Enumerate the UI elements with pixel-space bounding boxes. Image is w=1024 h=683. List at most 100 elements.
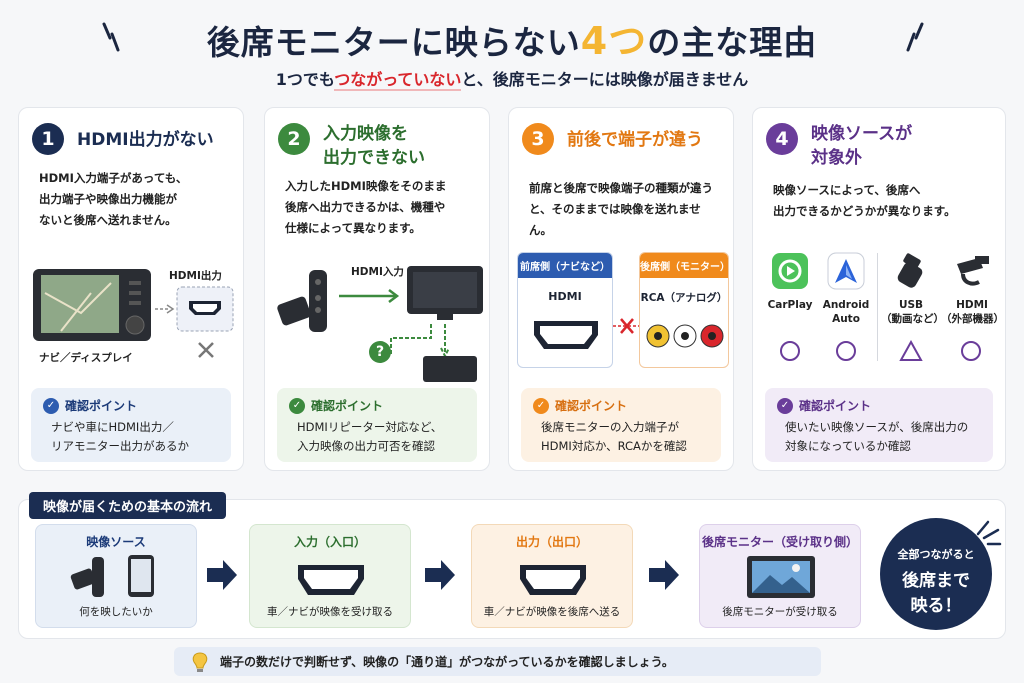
reason-card-2: 2 入力映像を 出力できない 入力したHDMI映像をそのまま 後席へ出力できるか…	[264, 107, 490, 471]
card-title: HDMI出力がない	[77, 130, 214, 150]
desc-line: ないと後席へ送れません。	[39, 213, 177, 227]
usb-icon	[897, 253, 923, 288]
title-deco-right	[906, 22, 924, 52]
check-title: 確認ポイント	[555, 399, 628, 413]
check-title: 確認ポイント	[799, 399, 872, 413]
tip-text: 端子の数だけで判断せず、映像の「通り道」がつながっているかを確認しましょう。	[220, 655, 674, 669]
check-line: 使いたい映像ソースが、後席出力の	[785, 420, 969, 434]
source-label-line: HDMI	[956, 299, 988, 311]
flow-arrow-icon	[425, 560, 455, 590]
flow-step-caption: 後席モニターが受け取る	[722, 606, 838, 618]
success-line: 映る！	[910, 596, 962, 616]
supported-mark	[961, 341, 981, 361]
desc-line: 出力端子や映像出力機能が	[39, 192, 177, 206]
page-title: 後席モニターに映らない4つの主な理由	[0, 10, 1024, 65]
navi-display-icon	[33, 269, 151, 341]
check-line: ナビや車にHDMI出力／	[51, 420, 174, 434]
check-line: HDMI対応か、RCAかを確認	[541, 439, 687, 453]
rca-ports-icon	[646, 324, 724, 348]
tip-bar: 端子の数だけで判断せず、映像の「通り道」がつながっているかを確認しましょう。	[174, 647, 821, 676]
card-number-badge: 1	[32, 123, 64, 155]
check-body: 後席モニターの入力端子が HDMI対応か、RCAかを確認	[541, 418, 709, 456]
flow-step-title: 入力（入口）	[293, 535, 366, 549]
desc-line: HDMI入力端子があっても、	[39, 171, 188, 185]
source-label: USB （動画など）	[881, 298, 944, 326]
source-android-auto: Android Auto	[819, 252, 873, 326]
flow-step-input: 入力（入口） 車／ナビが映像を受け取る	[249, 524, 411, 628]
source-devices-icon	[70, 555, 154, 597]
source-label: HDMI （外部機器）	[941, 298, 1004, 326]
flow-step-source: 映像ソース 何を映したいか	[35, 524, 197, 628]
basic-flow-section: 映像が届くための基本の流れ 映像ソース 何を映したいか 入力（入口） 車／ナビが…	[18, 492, 1006, 639]
flow-step-rear-monitor: 後席モニター（受け取り側） 後席モニターが受け取る	[699, 524, 861, 628]
navi-hdmi-illustration	[33, 269, 234, 358]
front-port-panel: 前席側（ナビなど） HDMI	[517, 252, 613, 368]
check-icon: ✓	[289, 397, 305, 414]
desc-line: 後席へ出力できるかは、機種や	[285, 200, 446, 214]
subtitle-post: と、後席モニターには映像が届きません	[461, 70, 749, 89]
hdmi-input-label: HDMI入力	[351, 266, 404, 278]
hdmi-port-icon	[298, 565, 364, 595]
check-body: HDMIリピーター対応など、 入力映像の出力可否を確認	[297, 418, 465, 456]
success-badge: 全部つながると 後席まで 映る！	[880, 518, 992, 630]
desc-line: 入力したHDMI映像をそのまま	[285, 179, 447, 193]
check-line: HDMIリピーター対応など、	[297, 420, 443, 434]
page-subtitle: 1つでもつながっていないと、後席モニターには映像が届きません	[0, 66, 1024, 91]
hdmi-port-icon	[189, 301, 221, 315]
source-usb: USB （動画など）	[881, 252, 944, 326]
rear-monitor-icon	[423, 356, 477, 382]
monitor-icon	[407, 266, 483, 320]
check-title: 確認ポイント	[65, 399, 138, 413]
support-marks	[780, 340, 981, 361]
title-text-pre: 後席モニターに映らない	[206, 23, 581, 62]
check-point-box: ✓ 確認ポイント 後席モニターの入力端子が HDMI対応か、RCAかを確認	[521, 388, 721, 462]
check-heading: ✓ 確認ポイント	[289, 397, 465, 414]
source-label-line: Android	[822, 299, 870, 311]
close-icon	[198, 342, 214, 358]
rear-port-label: RCA（アナログ）	[640, 292, 728, 304]
hdmi-port-icon	[520, 565, 586, 595]
check-icon: ✓	[777, 397, 793, 414]
check-icon: ✓	[43, 397, 59, 414]
card-number-badge: 2	[278, 123, 310, 155]
question-icon: ?	[369, 341, 391, 363]
flow-arrow-icon	[649, 560, 679, 590]
supported-mark	[780, 341, 800, 361]
mismatch-icon	[613, 318, 641, 334]
card-title-line: 入力映像を	[323, 124, 408, 144]
card-description: 前席と後席で映像端子の種類が違う と、そのままでは映像を送れません。	[529, 178, 723, 241]
check-heading: ✓ 確認ポイント	[43, 397, 219, 414]
hdmi-port-icon	[534, 321, 598, 349]
desc-line: 映像ソースによって、後席へ	[773, 183, 921, 197]
flow-step-caption: 何を映したいか	[79, 606, 153, 618]
flow-step-title: 後席モニター（受け取り側）	[701, 535, 858, 549]
supported-mark	[836, 341, 856, 361]
source-label: CarPlay	[767, 299, 813, 311]
card-description: 入力したHDMI映像をそのまま 後席へ出力できるかは、機種や 仕様によって異なり…	[285, 176, 479, 239]
card-number-badge: 4	[766, 123, 798, 155]
source-label-line: （外部機器）	[941, 313, 1004, 325]
desc-line: 前席と後席で映像端子の種類が違う	[529, 181, 713, 195]
check-heading: ✓ 確認ポイント	[533, 397, 709, 414]
hdmi-output-label: HDMI出力	[169, 270, 222, 282]
card-description: HDMI入力端子があっても、 出力端子や映像出力機能が ないと後席へ送れません。	[39, 168, 233, 231]
source-label-line: （動画など）	[881, 313, 944, 325]
source-label: Android Auto	[819, 298, 873, 326]
card-title: 映像ソースが 対象外	[811, 122, 912, 170]
front-port-heading: 前席側（ナビなど）	[518, 253, 612, 278]
check-point-box: ✓ 確認ポイント ナビや車にHDMI出力／ リアモニター出力があるか	[31, 388, 231, 462]
check-title: 確認ポイント	[311, 399, 384, 413]
carplay-icon	[772, 253, 808, 289]
streaming-stick-icon	[277, 270, 327, 332]
success-line: 全部つながると	[897, 548, 975, 561]
rear-port-panel: 後席側（モニター） RCA（アナログ）	[639, 252, 730, 368]
check-point-box: ✓ 確認ポイント 使いたい映像ソースが、後席出力の 対象になっているか確認	[765, 388, 993, 462]
android-auto-icon	[827, 252, 865, 290]
flow-step-title: 映像ソース	[86, 535, 146, 549]
sparkle-deco	[976, 520, 1002, 546]
source-label-line: USB	[898, 299, 924, 311]
card-title: 前後で端子が違う	[567, 130, 703, 150]
title-deco-left	[102, 22, 120, 52]
card-description: 映像ソースによって、後席へ 出力できるかどうかが異なります。	[773, 180, 995, 222]
source-carplay: CarPlay	[763, 252, 817, 312]
